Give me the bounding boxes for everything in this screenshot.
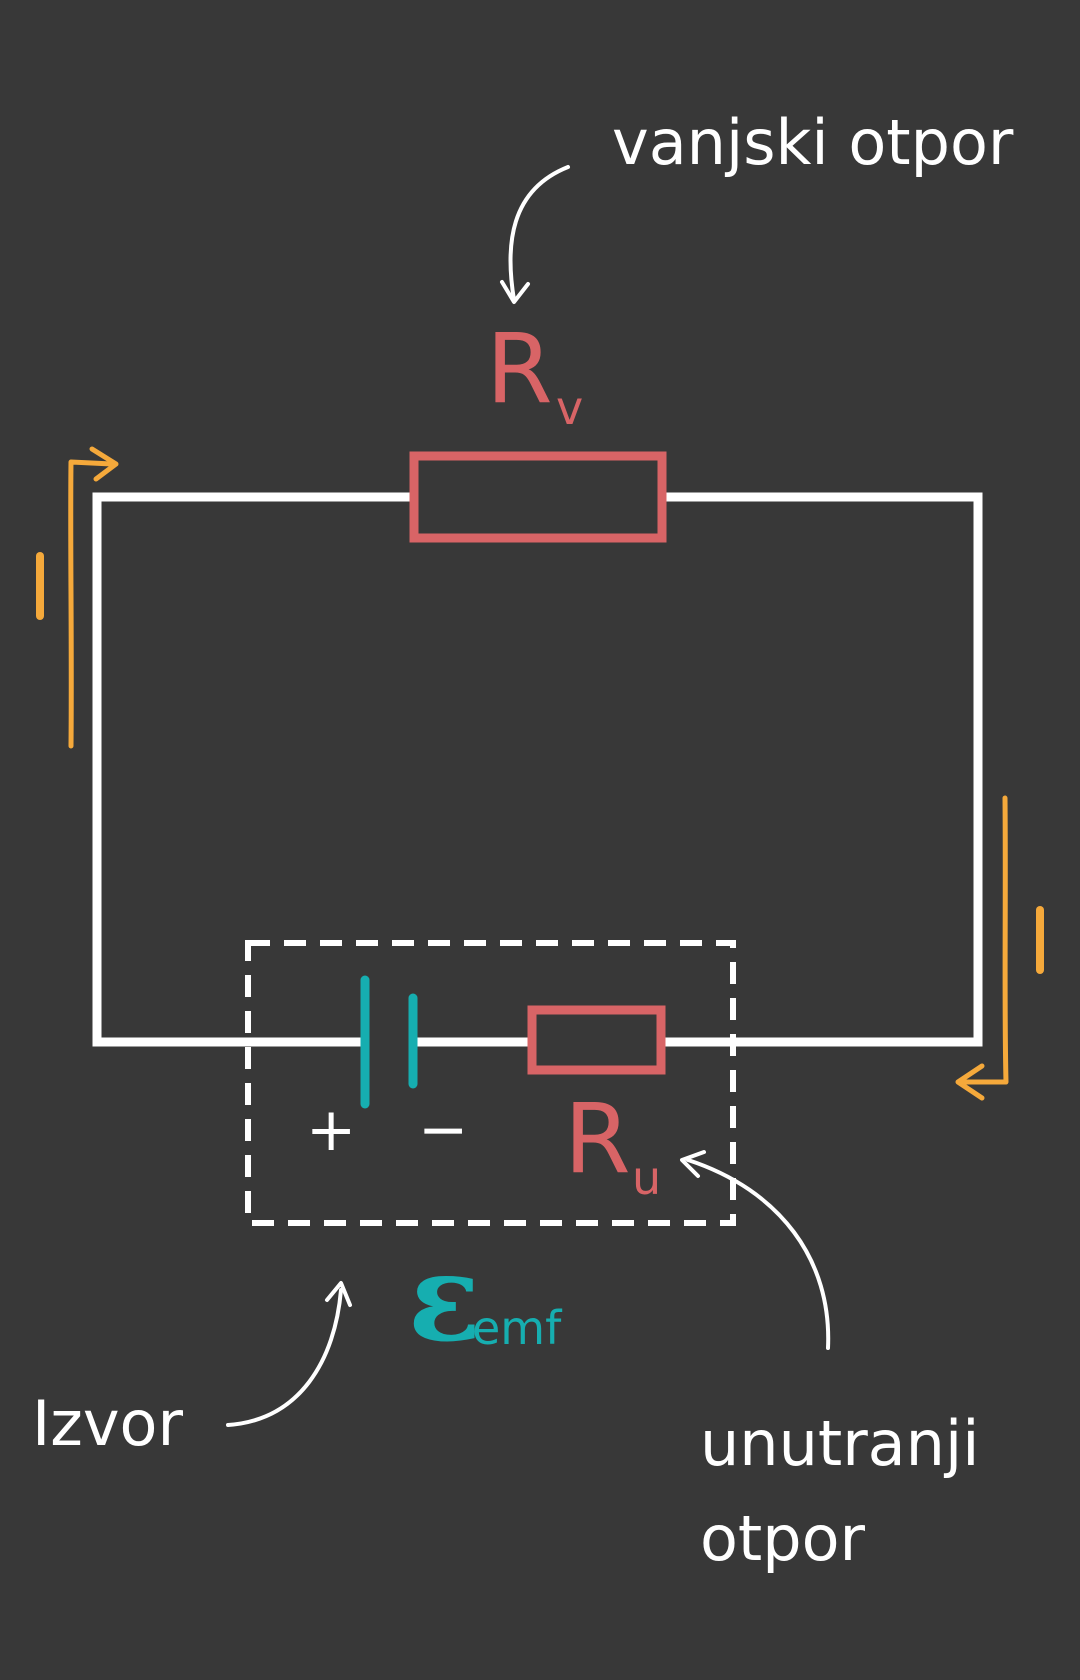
- internal-resistance-label-line1: unutranji: [700, 1407, 979, 1480]
- internal-resistance-label-line2: otpor: [700, 1502, 866, 1575]
- annotation-arrows: [226, 165, 831, 1427]
- current-arrow-left-head: [89, 446, 119, 482]
- rv-symbol: R: [486, 313, 553, 425]
- arrow-to-source: [226, 1288, 343, 1427]
- current-arrow-right: [959, 795, 1009, 1085]
- source-boundary-box: [245, 940, 736, 1226]
- rv-subscript: v: [556, 381, 583, 435]
- arrow-to-ru: [686, 1158, 831, 1350]
- ru-symbol: R: [564, 1083, 631, 1195]
- arrow-to-rv: [508, 165, 570, 302]
- wire-right-bottom: [656, 492, 983, 1047]
- arrow-to-rv-head: [500, 280, 530, 304]
- current-arrow-left: [68, 459, 115, 749]
- battery: [360, 975, 418, 1109]
- ru-subscript: u: [632, 1151, 661, 1205]
- plus-sign: +: [306, 1095, 356, 1165]
- internal-resistor: [527, 1005, 666, 1075]
- external-resistor: [409, 451, 667, 543]
- arrow-to-source-head: [325, 1281, 352, 1307]
- wire-top-left: [92, 492, 419, 1047]
- circuit-wires: [92, 492, 983, 1047]
- external-resistance-label: vanjski otpor: [612, 106, 1014, 179]
- emf-symbol: ε: [408, 1228, 481, 1369]
- current-arrows: [36, 446, 1044, 1101]
- emf-subscript: emf: [472, 1301, 563, 1355]
- current-arrow-right-head: [955, 1063, 985, 1101]
- minus-sign: −: [418, 1095, 468, 1165]
- source-label: Izvor: [32, 1387, 183, 1460]
- arrow-to-ru-head: [680, 1150, 706, 1178]
